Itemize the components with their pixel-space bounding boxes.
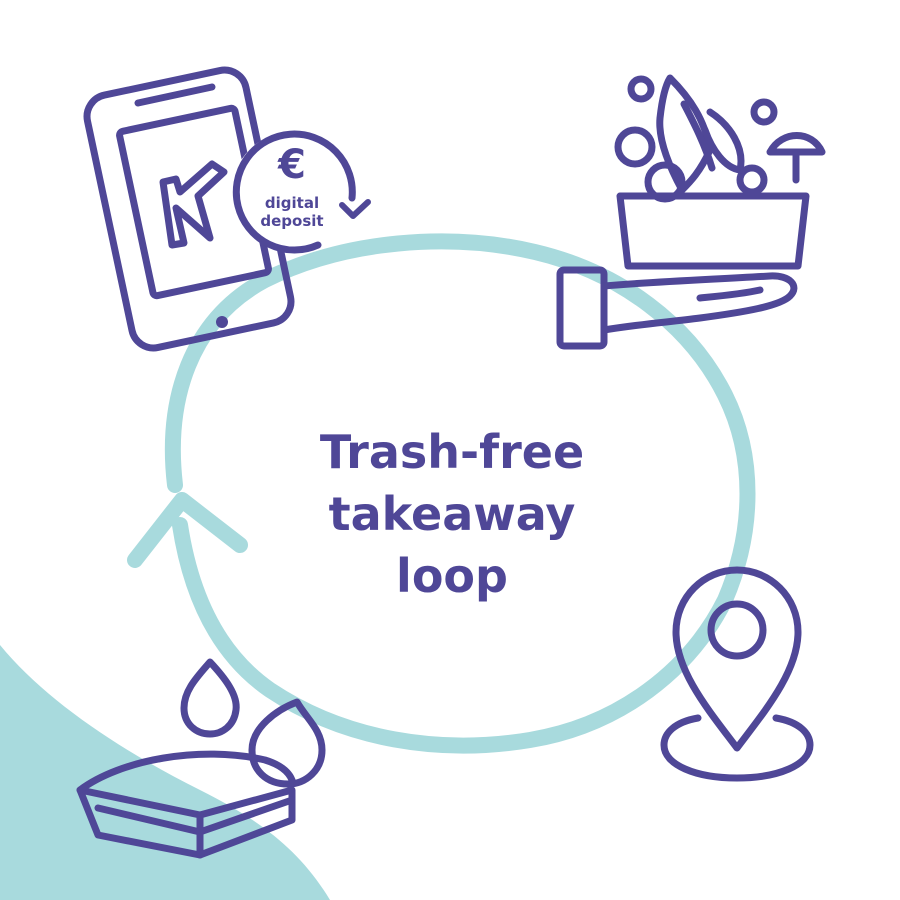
food-bowl-on-hand-icon (556, 74, 826, 350)
deposit-label-line2: deposit (260, 212, 323, 230)
location-pin-icon (660, 566, 814, 782)
title-line-1: Trash-free (320, 425, 584, 479)
euro-symbol: € (277, 142, 306, 188)
corner-blob (0, 645, 330, 900)
title-line-2: takeaway (329, 487, 576, 541)
washing-container-icon (76, 658, 326, 859)
title-line-3: loop (396, 549, 508, 603)
loop-arrow-head (127, 492, 248, 568)
digital-deposit-badge: € digital deposit (232, 130, 371, 254)
deposit-label-line1: digital (265, 194, 319, 212)
loop-ring (164, 233, 756, 754)
